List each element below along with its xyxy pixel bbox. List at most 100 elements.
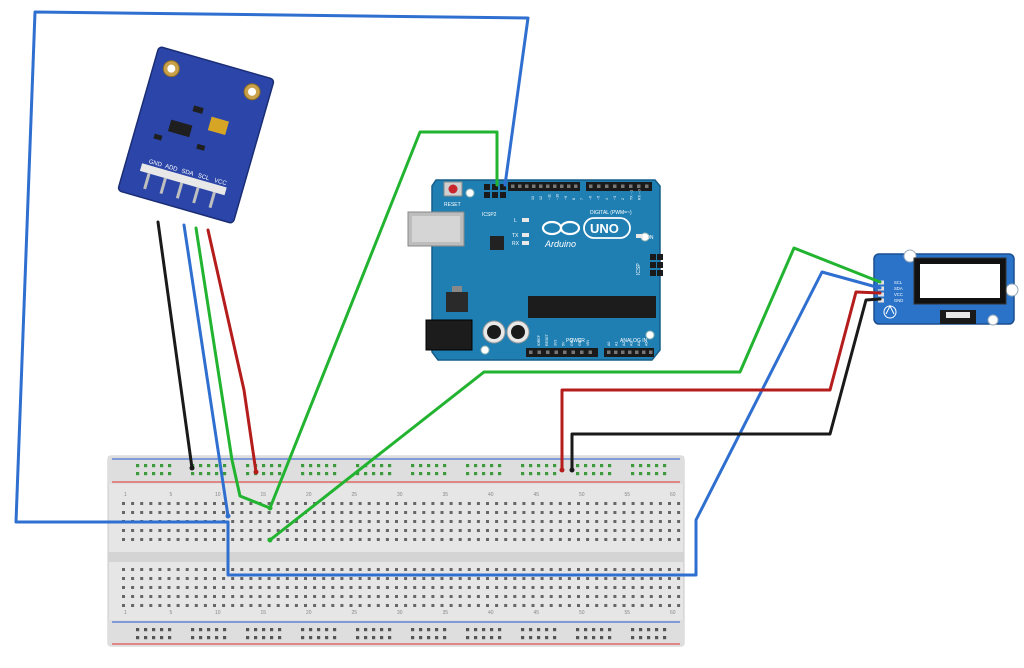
rail-hole [246,628,250,632]
rail-hole [529,472,533,476]
breadboard-hole [631,604,635,607]
rail-hole [215,464,219,468]
breadboard-hole [385,529,389,532]
rail-hole [466,636,470,640]
breadboard-hole [285,538,289,541]
rx-led-label: RX [512,241,520,247]
breadboard-hole [376,538,380,541]
breadboard-hole [203,529,207,532]
breadboard-hole [604,604,608,607]
breadboard-hole [376,586,380,589]
breadboard-hole [631,538,635,541]
rail-hole [333,472,337,476]
breadboard-hole [495,604,499,607]
column-number: 30 [397,492,403,498]
rail-hole [498,472,502,476]
breadboard-hole [486,568,489,571]
column-number: 25 [352,610,358,616]
digital-pin-label: ~5 [597,196,601,200]
rail-hole [325,628,329,632]
breadboard-hole [322,604,326,607]
breadboard-hole [267,586,271,589]
breadboard-hole [422,502,426,505]
wire-blue-oled-scl [226,270,882,577]
rail-hole [474,636,478,640]
breadboard-hole [258,538,262,541]
breadboard-hole [431,502,435,505]
breadboard-hole [322,595,326,598]
rail-hole [380,472,384,476]
rail-holes-bottom-2 [136,636,667,640]
breadboard-hole [267,520,271,523]
header-hole [574,184,578,188]
breadboard-hole [540,511,544,514]
breadboard-hole [267,595,271,598]
breadboard-hole [558,586,562,589]
breadboard-hole [249,520,253,523]
breadboard-hole [504,577,508,580]
breadboard-hole [331,577,335,580]
rail-hole [152,636,156,640]
header-hole [642,350,646,354]
rail-hole [168,636,172,640]
breadboard-hole [240,586,244,589]
breadboard-hole [522,586,526,589]
header-hole [589,184,593,188]
digital-header-right [586,182,652,191]
rail-hole [608,628,612,632]
breadboard-hole [504,568,508,571]
icsp-pin [657,270,663,276]
rail-hole [223,464,227,468]
breadboard-hole [677,604,681,607]
breadboard-hole [149,586,153,589]
breadboard-hole [567,520,571,523]
breadboard-hole [449,502,453,505]
reset-button-cap[interactable] [448,184,458,194]
rail-hole [136,464,140,468]
breadboard-hole [222,568,226,571]
breadboard-hole [513,538,517,541]
endpoint-dot [559,467,565,473]
breadboard-hole [649,586,653,589]
rail-hole [309,636,313,640]
breadboard-hole [349,604,353,607]
rail-hole [301,628,305,632]
breadboard-hole [440,511,444,514]
rail-hole [553,472,557,476]
logo-text: Arduino [544,239,576,249]
breadboard-hole [440,595,444,598]
rail-hole [631,464,635,468]
breadboard-hole [231,529,235,532]
rail-hole [498,464,502,468]
breadboard-hole [531,586,535,589]
rail-hole [419,636,423,640]
breadboard-hole [586,520,590,523]
column-number: 50 [579,610,585,616]
breadboard-hole [267,604,271,607]
wire-red-sensor-vcc [206,228,258,474]
rail-hole [419,472,423,476]
breadboard-hole [349,520,353,523]
column-number: 10 [215,610,221,616]
rail-hole [545,464,549,468]
header-hole [597,184,601,188]
breadboard-hole [486,511,489,514]
breadboard-hole [495,586,499,589]
breadboard-hole [513,577,517,580]
breadboard-hole [440,529,444,532]
rail-hole [380,464,384,468]
breadboard-hole [358,538,362,541]
rail-hole [482,628,486,632]
wire-endpoints [189,465,575,543]
breadboard-hole [376,529,380,532]
breadboard-hole [467,529,471,532]
breadboard-hole [522,604,526,607]
header-hole [563,350,567,354]
uno-label: UNO [590,221,619,236]
breadboard-hole [458,568,462,571]
rail-hole [246,464,250,468]
endpoint-dot [253,469,259,475]
rail-hole [584,628,588,632]
breadboard-hole [167,568,171,571]
breadboard-hole [167,586,171,589]
